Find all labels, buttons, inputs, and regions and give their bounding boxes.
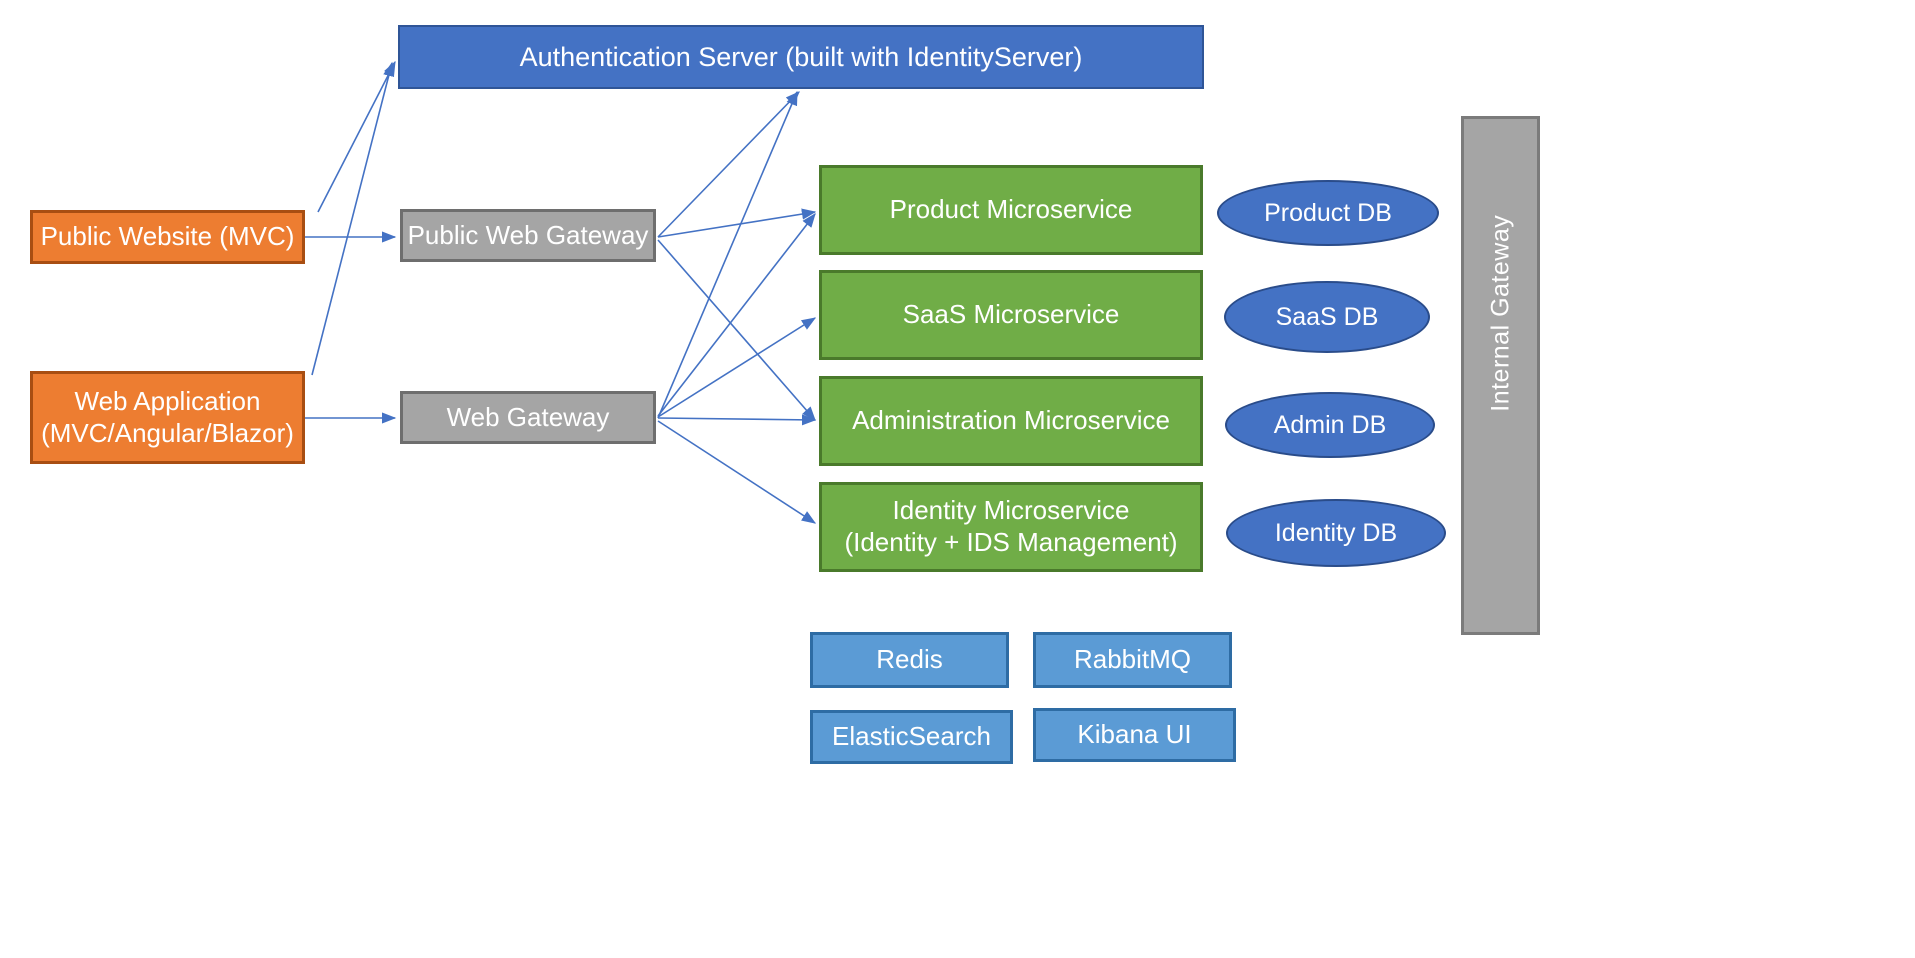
public-website-label: Public Website (MVC) [40, 221, 295, 252]
web-gateway-box[interactable]: Web Gateway [400, 391, 656, 444]
rabbitmq-box[interactable]: RabbitMQ [1033, 632, 1232, 688]
connector-web-gateway-to-product-microservice [657, 212, 816, 417]
web-application-label: Web Application (MVC/Angular/Blazor) [33, 386, 302, 449]
public-website-box[interactable]: Public Website (MVC) [30, 210, 305, 264]
web-application-label-line2: (MVC/Angular/Blazor) [41, 417, 294, 448]
saas-db-ellipse[interactable]: SaaS DB [1224, 281, 1430, 353]
identity-db-ellipse[interactable]: Identity DB [1226, 499, 1446, 567]
saas-microservice-label: SaaS Microservice [902, 299, 1120, 330]
internal-gateway-box[interactable]: Internal Gateway [1461, 116, 1540, 635]
product-microservice-label: Product Microservice [889, 194, 1133, 225]
auth-server-box[interactable]: Authentication Server (built with Identi… [398, 25, 1204, 89]
connector-web-gateway-to-administration-microservice [657, 414, 817, 426]
admin-db-ellipse[interactable]: Admin DB [1225, 392, 1435, 458]
admin-db-label: Admin DB [1273, 410, 1387, 439]
public-web-gateway-label: Public Web Gateway [407, 219, 649, 250]
connector-public-web-gateway-to-product-microservice [657, 208, 817, 238]
identity-microservice-label-line2: (Identity + IDS Management) [844, 527, 1178, 557]
saas-db-label: SaaS DB [1275, 302, 1379, 331]
connector-web-gateway-to-auth-server [657, 90, 798, 419]
elasticsearch-label: ElasticSearch [832, 721, 991, 752]
elasticsearch-box[interactable]: ElasticSearch [810, 710, 1013, 764]
redis-box[interactable]: Redis [810, 632, 1009, 688]
administration-microservice-box[interactable]: Administration Microservice [819, 376, 1203, 466]
connector-public-web-gateway-to-auth-server [657, 91, 800, 238]
rabbitmq-label: RabbitMQ [1073, 644, 1192, 675]
internal-gateway-label: Internal Gateway [1486, 215, 1515, 412]
connector-public-web-gateway-to-administration-microservice [657, 239, 816, 421]
public-web-gateway-box[interactable]: Public Web Gateway [400, 209, 656, 262]
identity-microservice-box[interactable]: Identity Microservice (Identity + IDS Ma… [819, 482, 1203, 572]
auth-server-label: Authentication Server (built with Identi… [519, 41, 1083, 72]
web-application-label-line1: Web Application [74, 385, 261, 416]
connector-public-website-to-auth-server [317, 60, 396, 213]
identity-microservice-label: Identity Microservice (Identity + IDS Ma… [822, 495, 1200, 558]
identity-microservice-label-line1: Identity Microservice [892, 495, 1130, 526]
kibana-ui-label: Kibana UI [1077, 719, 1192, 750]
product-db-ellipse[interactable]: Product DB [1217, 180, 1439, 246]
administration-microservice-label: Administration Microservice [852, 405, 1170, 436]
saas-microservice-box[interactable]: SaaS Microservice [819, 270, 1203, 360]
redis-label: Redis [876, 644, 943, 675]
product-microservice-box[interactable]: Product Microservice [819, 165, 1203, 255]
identity-db-label: Identity DB [1274, 518, 1398, 547]
product-db-label: Product DB [1264, 198, 1392, 227]
connector-web-gateway-to-identity-microservice [657, 420, 817, 524]
connector-web-application-to-auth-server [311, 61, 395, 376]
web-application-box[interactable]: Web Application (MVC/Angular/Blazor) [30, 371, 305, 464]
connector-web-gateway-to-saas-microservice [657, 317, 817, 418]
web-gateway-label: Web Gateway [446, 401, 610, 432]
kibana-ui-box[interactable]: Kibana UI [1033, 708, 1236, 762]
